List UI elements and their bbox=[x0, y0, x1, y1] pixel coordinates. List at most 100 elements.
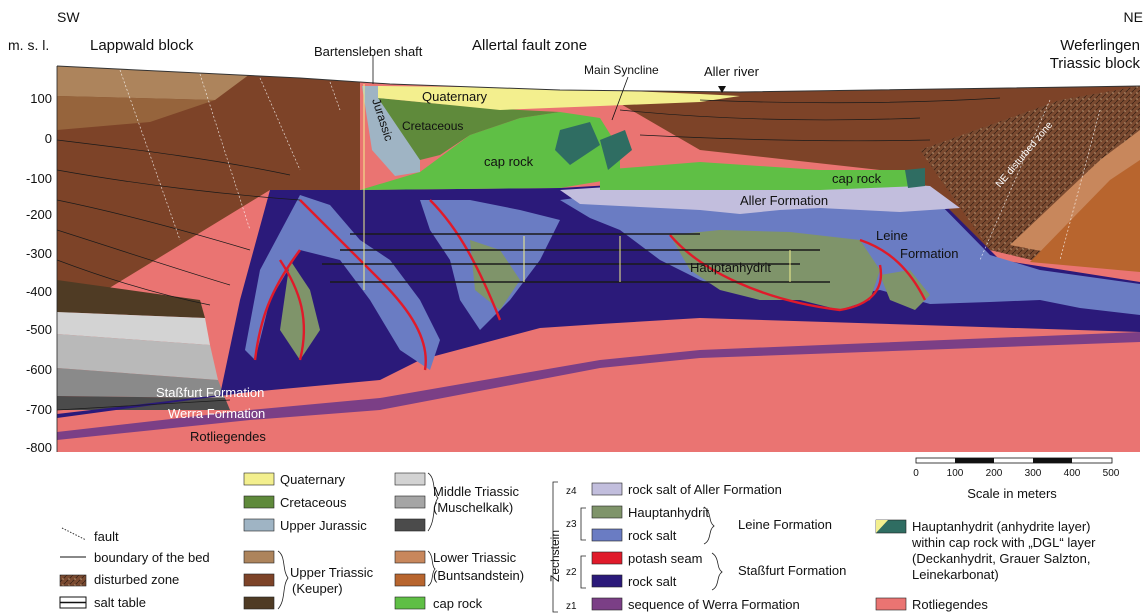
cretaceous-swatch bbox=[243, 495, 275, 509]
zechstein-label: Zechstein bbox=[548, 530, 562, 582]
bed-line bbox=[57, 229, 231, 286]
aller-formation-label: Aller Formation bbox=[740, 193, 828, 208]
legend-upper-triassic-2: (Keuper) bbox=[292, 581, 343, 596]
axis-tick-label: -800 bbox=[26, 440, 52, 455]
legend-cap-rock: cap rock bbox=[433, 596, 483, 611]
dgl-swatch-corner bbox=[876, 520, 888, 533]
scale-bar: 0 100 200 300 400 500 Scale in meters bbox=[913, 457, 1120, 501]
cap-rock-label: cap rock bbox=[484, 154, 534, 169]
upper-triassic-light-swatch bbox=[243, 550, 275, 564]
legend-dgl-line-4: Leinekarbonat) bbox=[912, 567, 999, 582]
fault-symbol bbox=[61, 527, 87, 541]
hauptanhydrit-label: Hauptanhydrit bbox=[690, 260, 771, 275]
bed-line bbox=[619, 109, 921, 121]
quaternary-layer bbox=[378, 86, 740, 110]
aller-river-label: Aller river bbox=[704, 64, 760, 79]
hauptanhydrit-swatch bbox=[591, 505, 623, 519]
legend-rock-salt-z2: rock salt bbox=[628, 574, 677, 589]
potash-seam-3 bbox=[429, 199, 502, 321]
upper-triassic-dark-swatch bbox=[243, 596, 275, 610]
legend-dgl-line-3: (Deckanhydrit, Grauer Salzton, bbox=[912, 551, 1090, 566]
brace-icon bbox=[427, 550, 436, 587]
scale-tick: 300 bbox=[1025, 468, 1042, 479]
legend-column-2: Quaternary Cretaceous Upper Jurassic Upp… bbox=[243, 472, 374, 610]
brace-icon bbox=[277, 550, 289, 610]
axis-tick-label: -500 bbox=[26, 322, 52, 337]
bed-line bbox=[57, 259, 211, 306]
legend-leine-formation: Leine Formation bbox=[738, 517, 832, 532]
z2-bracket bbox=[580, 555, 586, 589]
legend-lower-triassic-2: (Buntsandstein) bbox=[433, 568, 524, 583]
z3-bracket bbox=[580, 507, 586, 541]
fault-line bbox=[259, 77, 301, 171]
lower-triassic-dark-swatch bbox=[394, 573, 426, 587]
weferlingen-buntsandstein-dark bbox=[1030, 160, 1140, 272]
z4-label: z4 bbox=[566, 486, 577, 497]
bed-line bbox=[57, 169, 301, 201]
section-body bbox=[57, 66, 1140, 452]
hauptanhydrit-fold-b bbox=[470, 240, 520, 310]
upper-triassic-mid-swatch bbox=[243, 573, 275, 587]
potash-seam-6 bbox=[253, 249, 301, 361]
bed-line bbox=[699, 97, 1001, 104]
weferlingen-heading-1: Weferlingen bbox=[1060, 37, 1140, 54]
rotliegendes-swatch bbox=[875, 597, 907, 611]
legend-dgl-line-2: within cap rock with „DGL“ layer bbox=[911, 535, 1096, 550]
middle-triassic-dark-swatch bbox=[394, 518, 426, 532]
stassfurt-formation-label: Staßfurt Formation bbox=[156, 385, 264, 400]
elevation-axis: 100 0 -100 -200 -300 -400 -500 -600 -700… bbox=[26, 66, 58, 455]
legend-werra-sequence: sequence of Werra Formation bbox=[628, 597, 800, 612]
potash-seam-1 bbox=[299, 199, 427, 371]
legend-hauptanhydrit: Hauptanhydrit bbox=[628, 505, 709, 520]
z3-label: z3 bbox=[566, 519, 577, 530]
leine-salt-fold-1 bbox=[245, 195, 440, 370]
z2-label: z2 bbox=[566, 567, 577, 578]
axis-tick-label: 0 bbox=[45, 131, 52, 146]
terrain-surface bbox=[56, 65, 1141, 93]
bed-line bbox=[57, 139, 291, 176]
axis-unit-label: m. s. l. bbox=[8, 37, 49, 53]
scale-tick: 500 bbox=[1103, 468, 1120, 479]
legend-middle-triassic-1: Middle Triassic bbox=[433, 484, 519, 499]
fault-line bbox=[1059, 109, 1101, 261]
fault-line bbox=[199, 73, 251, 231]
cap-rock-main bbox=[360, 112, 620, 190]
potash-seam-4 bbox=[669, 234, 883, 312]
legend-rock-salt-z3: rock salt bbox=[628, 528, 677, 543]
stassfurt-salt-swatch bbox=[591, 574, 623, 588]
rotliegendes-label: Rotliegendes bbox=[190, 429, 266, 444]
legend-lower-triassic-1: Lower Triassic bbox=[433, 550, 517, 565]
fault-line bbox=[329, 81, 341, 111]
legend-cretaceous: Cretaceous bbox=[280, 495, 347, 510]
quaternary-label: Quaternary bbox=[422, 89, 488, 104]
weferlingen-heading-2: Triassic block bbox=[1050, 55, 1141, 72]
legend-aller-rock-salt: rock salt of Aller Formation bbox=[628, 482, 782, 497]
cap-rock-swatch bbox=[394, 596, 426, 610]
middle-triassic-mid-swatch bbox=[394, 495, 426, 509]
disturbed-zone-swatch bbox=[59, 574, 87, 587]
syncline-pointer bbox=[611, 76, 629, 121]
potash-seam-5 bbox=[859, 238, 927, 301]
lower-triassic-light-swatch bbox=[394, 550, 426, 564]
axis-tick-label: -700 bbox=[26, 402, 52, 417]
allertal-heading: Allertal fault zone bbox=[472, 37, 587, 54]
axis-tick-label: 100 bbox=[30, 91, 52, 106]
quaternary-swatch bbox=[243, 472, 275, 486]
legend-upper-triassic-1: Upper Triassic bbox=[290, 565, 374, 580]
bed-line bbox=[57, 399, 231, 411]
scale-tick: 0 bbox=[913, 468, 919, 479]
axis-tick-label: -600 bbox=[26, 362, 52, 377]
brace-icon bbox=[427, 472, 439, 532]
scale-tick: 400 bbox=[1064, 468, 1081, 479]
potash-swatch bbox=[591, 551, 623, 565]
zechstein-bracket bbox=[552, 481, 558, 613]
legend-rotliegendes: Rotliegendes bbox=[912, 597, 988, 612]
legend-zechstein: Zechstein z4 z3 z2 z1 rock salt of Aller… bbox=[548, 481, 846, 613]
werra-swatch bbox=[591, 597, 623, 611]
leine-formation-label-2: Formation bbox=[900, 246, 959, 261]
axis-tick-label: -200 bbox=[26, 207, 52, 222]
upper-jurassic-swatch bbox=[243, 518, 275, 532]
hauptanhydrit-fold-c bbox=[880, 270, 930, 310]
legend-dgl-line-1: Hauptanhydrit (anhydrite layer) bbox=[912, 519, 1090, 534]
